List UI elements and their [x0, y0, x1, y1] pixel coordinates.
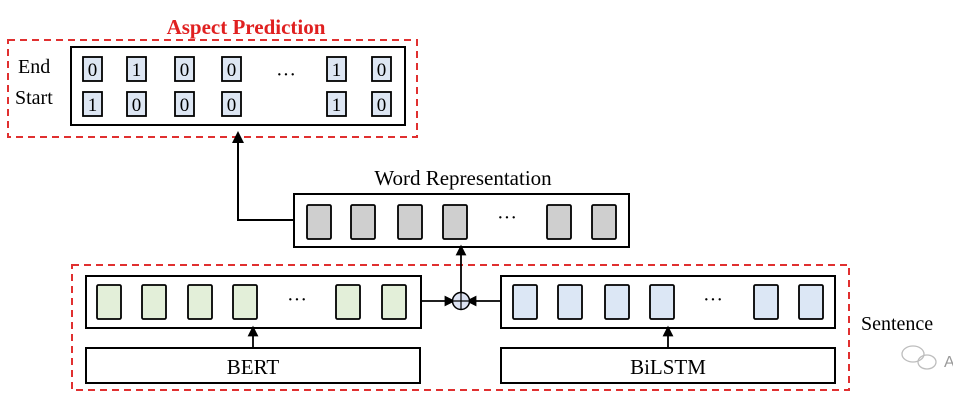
- word-representation-title: Word Representation: [374, 166, 552, 190]
- start-row-cell-value: 0: [377, 95, 387, 116]
- end-row-cell: [221, 56, 242, 82]
- end-row-label: End: [18, 56, 50, 78]
- end-row-cell-value: 0: [227, 60, 237, 81]
- end-row-cell: [174, 56, 195, 82]
- aspect-prediction-dashed-region: [7, 39, 418, 138]
- bert-encoder-label: BERT: [227, 355, 280, 379]
- start-row-cell: [371, 91, 392, 117]
- end-row-cell: [82, 56, 103, 82]
- word-representation-cell: [591, 204, 617, 240]
- bilstm-encoder-label: BiLSTM: [630, 355, 706, 379]
- word-representation-cell: [442, 204, 468, 240]
- bilstm-output-cell: [753, 284, 779, 320]
- start-row-cell-value: 0: [180, 95, 190, 116]
- bilstm-output-cell: [557, 284, 583, 320]
- word-to-prediction-connector: [232, 131, 294, 221]
- start-row-cell: [221, 91, 242, 117]
- bilstm-output-cell: [512, 284, 538, 320]
- word-representation-cell: [397, 204, 423, 240]
- wechat-watermark-icon: [901, 345, 937, 370]
- bert-output-cell: [96, 284, 122, 320]
- end-row-cell: [371, 56, 392, 82]
- word-representation-cells: [306, 204, 617, 240]
- start-row-label: Start: [15, 87, 53, 109]
- bert-output-cell: [232, 284, 258, 320]
- bilstm-encoder-box: [500, 347, 836, 384]
- start-row-cell-value: 0: [227, 95, 237, 116]
- bilstm-output-cell: [649, 284, 675, 320]
- start-row-cell: [174, 91, 195, 117]
- start-row-cell: [126, 91, 147, 117]
- bilstm-ellipsis: ···: [703, 289, 723, 311]
- word-representation-cell: [350, 204, 376, 240]
- bert-output-cells: [96, 284, 407, 320]
- end-row-cell: [326, 56, 347, 82]
- end-row-cell-value: 1: [332, 60, 342, 81]
- bert-output-cell: [335, 284, 361, 320]
- bert-output-cell: [187, 284, 213, 320]
- bert-output-cell: [141, 284, 167, 320]
- start-row-cell-value: 1: [332, 95, 342, 116]
- watermark-text: A: [944, 354, 953, 371]
- word-representation-cell: [546, 204, 572, 240]
- end-row-cells: 0 1 0 0 1 0: [82, 56, 392, 82]
- sentence-encoder-label: Sentence: [861, 313, 933, 335]
- bilstm-output-cell: [604, 284, 630, 320]
- start-row-cell-value: 0: [132, 95, 142, 116]
- aspect-prediction-ellipsis: ···: [276, 64, 296, 86]
- aspect-prediction-title: Aspect Prediction: [167, 15, 326, 39]
- start-row-cells: 1 0 0 0 1 0: [82, 91, 392, 117]
- end-row-cell-value: 1: [132, 60, 142, 81]
- bert-output-cell: [381, 284, 407, 320]
- bert-ellipsis: ···: [287, 289, 307, 311]
- end-row-cell-value: 0: [180, 60, 190, 81]
- end-row-cell-value: 0: [377, 60, 387, 81]
- start-row-cell: [82, 91, 103, 117]
- word-representation-cell: [306, 204, 332, 240]
- word-representation-ellipsis: ···: [497, 207, 517, 229]
- end-row-cell-value: 0: [88, 60, 98, 81]
- bert-encoder-box: [85, 347, 421, 384]
- start-row-cell-value: 1: [88, 95, 98, 116]
- bilstm-output-cells: [512, 284, 824, 320]
- bilstm-output-cell: [798, 284, 824, 320]
- end-row-cell: [126, 56, 147, 82]
- start-row-cell: [326, 91, 347, 117]
